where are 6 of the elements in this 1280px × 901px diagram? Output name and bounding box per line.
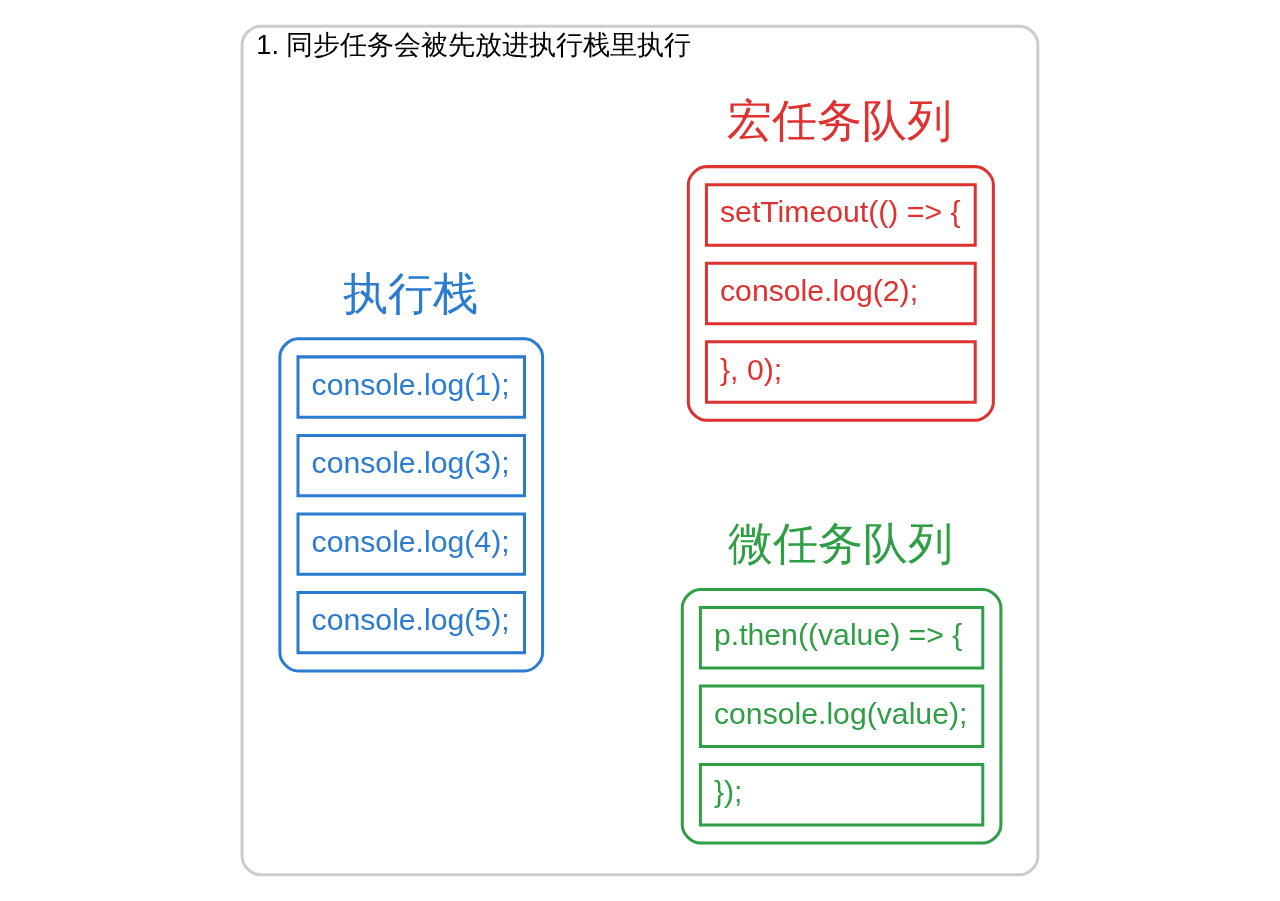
- node-label: 微任务队列: [727, 518, 953, 570]
- node-label: 宏任务队列: [726, 95, 952, 147]
- node-box: p.then((value) => { console.log(value); });: [680, 587, 1003, 845]
- node-label: 执行栈: [342, 267, 478, 319]
- node-box: console.log(1); console.log(3); console.log(4); console.log(5);: [278, 337, 545, 673]
- node-box: setTimeout(() => { console.log(2); }, 0);: [686, 165, 995, 422]
